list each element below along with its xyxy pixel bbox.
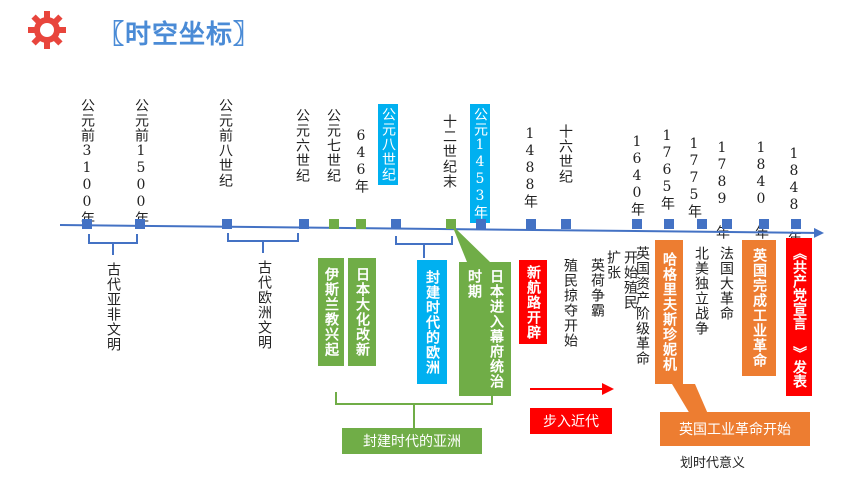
timeline-marker [391,219,401,229]
date-label: 1789 年 [714,140,730,240]
page-title: 〖时空坐标〗 [98,20,261,50]
date-label-highlight: 公元1453年 [470,104,490,223]
event-english-revolution: 英国资产阶级革命 [634,246,650,366]
label-epoch-meaning: 划时代意义 [680,456,746,471]
timeline-marker [82,219,92,229]
timeline-marker [135,219,145,229]
date-label: 公元七世纪 [325,108,341,183]
event-anglo-dutch: 英荷争霸 [588,258,605,326]
event-shogunate: 日本进入幕府统治时期 [459,262,511,396]
event-manifesto-box: 《共产党宣言 》发表 [786,238,812,396]
timeline-marker [561,219,571,229]
date-label: 十六世纪 [557,124,573,184]
timeline-marker [329,219,339,229]
event-ancient-asia-africa: 古代亚非文明 [105,262,121,352]
event-jenny: 哈格里夫斯珍妮机 [655,240,683,384]
timeline-marker [299,219,309,229]
timeline-marker [526,219,536,229]
date-label: 1840 年 [753,140,769,240]
event-industrial-complete: 英国完成工业革命 [742,240,776,376]
event-taika-reform: 日本大化改新 [348,258,376,366]
event-ancient-europe: 古代欧洲文明 [256,260,272,350]
date-label: 646年 [353,128,369,194]
gear-icon [27,10,67,50]
timeline-marker [222,219,232,229]
timeline-marker [664,219,674,229]
event-shogunate-text: 日本进入幕府统治时期 [466,269,504,389]
date-label: 1488年 [522,126,538,209]
date-label: 1765年 [659,128,675,211]
date-label: 公元前1500年 [133,98,149,226]
timeline-marker [697,219,707,229]
date-label: 公元前3100年 [79,98,95,226]
date-label-highlight: 公元八世纪 [378,104,398,185]
event-french-revolution: 法国大革命 [718,246,734,321]
event-new-route: 新航路开辟 [519,260,547,344]
event-american-war: 北美独立战争 [693,246,709,336]
timeline-marker [791,219,801,229]
event-islam-rise: 伊斯兰教兴起 [318,258,344,366]
timeline-marker [476,219,486,229]
timeline-marker [446,219,456,229]
date-label: 公元六世纪 [294,108,310,183]
timeline-marker [759,219,769,229]
label-modern-era: 步入近代 [530,408,612,434]
event-colonial-expansion: 开始殖民扩张 [604,250,638,318]
timeline-marker [356,219,366,229]
date-label: 十二世纪末 [441,114,457,189]
event-anglo-dutch-text: 英荷争霸 [589,258,605,318]
date-label: 1775年 [686,136,702,219]
date-label: 公元前八世纪 [217,98,233,188]
timeline-marker [632,219,642,229]
timeline-marker [722,219,732,229]
label-feudal-asia: 封建时代的亚洲 [342,428,482,454]
date-label: 1640年 [629,134,645,217]
event-colonial-expansion-text: 开始殖民扩张 [605,250,638,310]
event-feudal-europe: 封建时代的欧洲 [417,260,447,384]
event-colonial-plunder-text: 殖民掠夺开始 [562,258,578,348]
label-industrial-start: 英国工业革命开始 [660,412,810,446]
event-colonial-plunder: 殖民掠夺开始 [561,258,578,358]
